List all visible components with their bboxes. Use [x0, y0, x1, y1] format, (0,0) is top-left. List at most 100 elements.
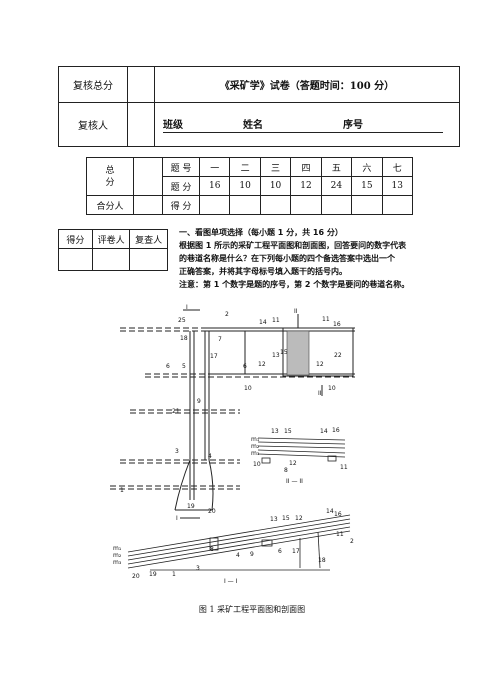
sec1-label-6: 2 [350, 538, 354, 545]
q-score-3 [259, 195, 292, 215]
review-total-label: 复核总分 [58, 66, 128, 103]
section-mark-II-top: II [294, 308, 298, 315]
seam-m1-II: m₁ [251, 436, 260, 443]
plan-view [110, 309, 355, 519]
sec1-label-14: 1 [172, 571, 176, 578]
plan-label-19: 10 [328, 385, 336, 392]
sec1-label-2: 12 [295, 515, 303, 522]
sec2-label-1: 15 [284, 428, 292, 435]
sec1-label-4: 16 [334, 511, 342, 518]
section-II-title: II — II [286, 478, 303, 485]
sec1-label-5: 11 [336, 531, 344, 538]
plan-label-12: 6 [166, 363, 170, 370]
figure-caption: 图 1 采矿工程平面图和剖面图 [198, 605, 306, 614]
plan-label-24: 19 [187, 503, 195, 510]
reviewer-label: 复核人 [58, 102, 128, 147]
plan-label-18: 10 [244, 385, 252, 392]
q-num-4: 四 [290, 157, 322, 177]
question-points-header: 题 分 [162, 176, 200, 196]
section-mark-I-bottom: I [176, 515, 178, 522]
q-num-6: 六 [351, 157, 383, 177]
plan-label-2: 11 [272, 317, 280, 324]
q-pts-2: 10 [229, 176, 261, 196]
total-label: 总 分 [86, 157, 134, 196]
name-label: 姓名 [243, 120, 263, 131]
tally-label: 合分人 [86, 195, 134, 215]
plan-label-13: 5 [182, 363, 186, 370]
q-score-7 [381, 195, 414, 215]
sec1-label-10: 17 [292, 548, 300, 555]
plan-label-11: 15 [280, 349, 288, 356]
sec1-label-3: 14 [326, 508, 334, 515]
q-num-7: 七 [381, 157, 414, 177]
q-pts-6: 15 [351, 176, 383, 196]
section-I-title: I — I [224, 578, 238, 585]
plan-label-3: 14 [259, 319, 267, 326]
plan-label-5: 16 [333, 321, 341, 328]
grader-label: 评卷人 [91, 229, 131, 249]
q-pts-1: 16 [198, 176, 231, 196]
question-block: 一、看图单项选择（每小题 1 分，共 16 分） 根据图 1 所示的采矿工程平面… [179, 226, 409, 291]
grader-score-label: 得分 [58, 229, 93, 249]
q-num-3: 三 [259, 157, 292, 177]
question-line-4: 注意：第 1 个数字是题的序号，第 2 个数字是要问的巷道名称。 [179, 280, 410, 289]
info-underline [163, 132, 443, 133]
sec1-label-11: 18 [318, 557, 326, 564]
section-II-view [257, 437, 346, 464]
exam-title: 《采矿学》试卷（答题时间：100 分） [154, 66, 460, 103]
sec1-label-7: 4 [236, 552, 240, 559]
plan-label-4: 11 [322, 316, 330, 323]
seam-m2-II: m₂ [251, 443, 260, 450]
seam-m2-I: m₂ [113, 552, 122, 559]
reviewer-label-2: 复查人 [129, 229, 168, 249]
score-table: 总 分 题 号 一 二 三 四 五 六 七 题 分 16 10 10 12 24… [86, 157, 414, 215]
reviewer-cell [127, 102, 155, 147]
section-mark-I-top: I [186, 304, 188, 311]
plan-label-16: 12 [316, 361, 324, 368]
plan-label-15: 12 [258, 361, 266, 368]
reviewer-cell-2 [129, 248, 168, 271]
total-cell [133, 157, 163, 196]
q-pts-7: 13 [381, 176, 414, 196]
q-score-2 [229, 195, 261, 215]
sec1-label-1: 15 [282, 515, 290, 522]
plan-label-23: 1 [120, 487, 124, 494]
plan-label-1: 2 [225, 311, 229, 318]
plan-label-17: 9 [197, 398, 201, 405]
q-score-6 [351, 195, 383, 215]
q-num-1: 一 [198, 157, 231, 177]
score-obtained-header: 得 分 [162, 195, 200, 215]
figure-labels: I I II II II — II I — I m₁ m₂ m₃ m₁ m₂ m… [113, 304, 322, 585]
plan-label-7: 7 [218, 336, 222, 343]
plan-label-21: 3 [175, 448, 179, 455]
plan-label-6: 18 [180, 335, 188, 342]
question-title: 一、看图单项选择（每小题 1 分，共 16 分） [179, 228, 343, 237]
review-total-cell [127, 66, 155, 103]
question-line-3: 正确答案，并将其字母标号填入题干的括号内。 [179, 267, 347, 276]
plan-label-10: 13 [272, 352, 280, 359]
sec2-label-5: 12 [289, 460, 297, 467]
plan-label-22: 4 [208, 453, 212, 460]
sec2-label-0: 13 [271, 428, 279, 435]
grader-cell [91, 248, 131, 271]
q-score-4 [290, 195, 322, 215]
seat-label: 序号 [343, 120, 363, 131]
longwall-face [286, 330, 310, 376]
plan-label-20: 21 [172, 408, 180, 415]
sec2-label-4: 10 [253, 461, 261, 468]
plan-label-14: 6 [243, 363, 247, 370]
sec1-label-9: 6 [278, 548, 282, 555]
plan-label-25: 20 [208, 508, 216, 515]
q-pts-5: 24 [320, 176, 353, 196]
sec2-label-3: 16 [332, 427, 340, 434]
sec1-label-12: 20 [132, 573, 140, 580]
q-num-5: 五 [320, 157, 353, 177]
q-score-5 [320, 195, 353, 215]
section-I-view [127, 514, 351, 571]
grader-score-cell [58, 248, 93, 271]
sec2-label-6: 8 [284, 467, 288, 474]
class-label: 班级 [163, 120, 183, 131]
sec1-label-16: 8 [210, 546, 214, 553]
